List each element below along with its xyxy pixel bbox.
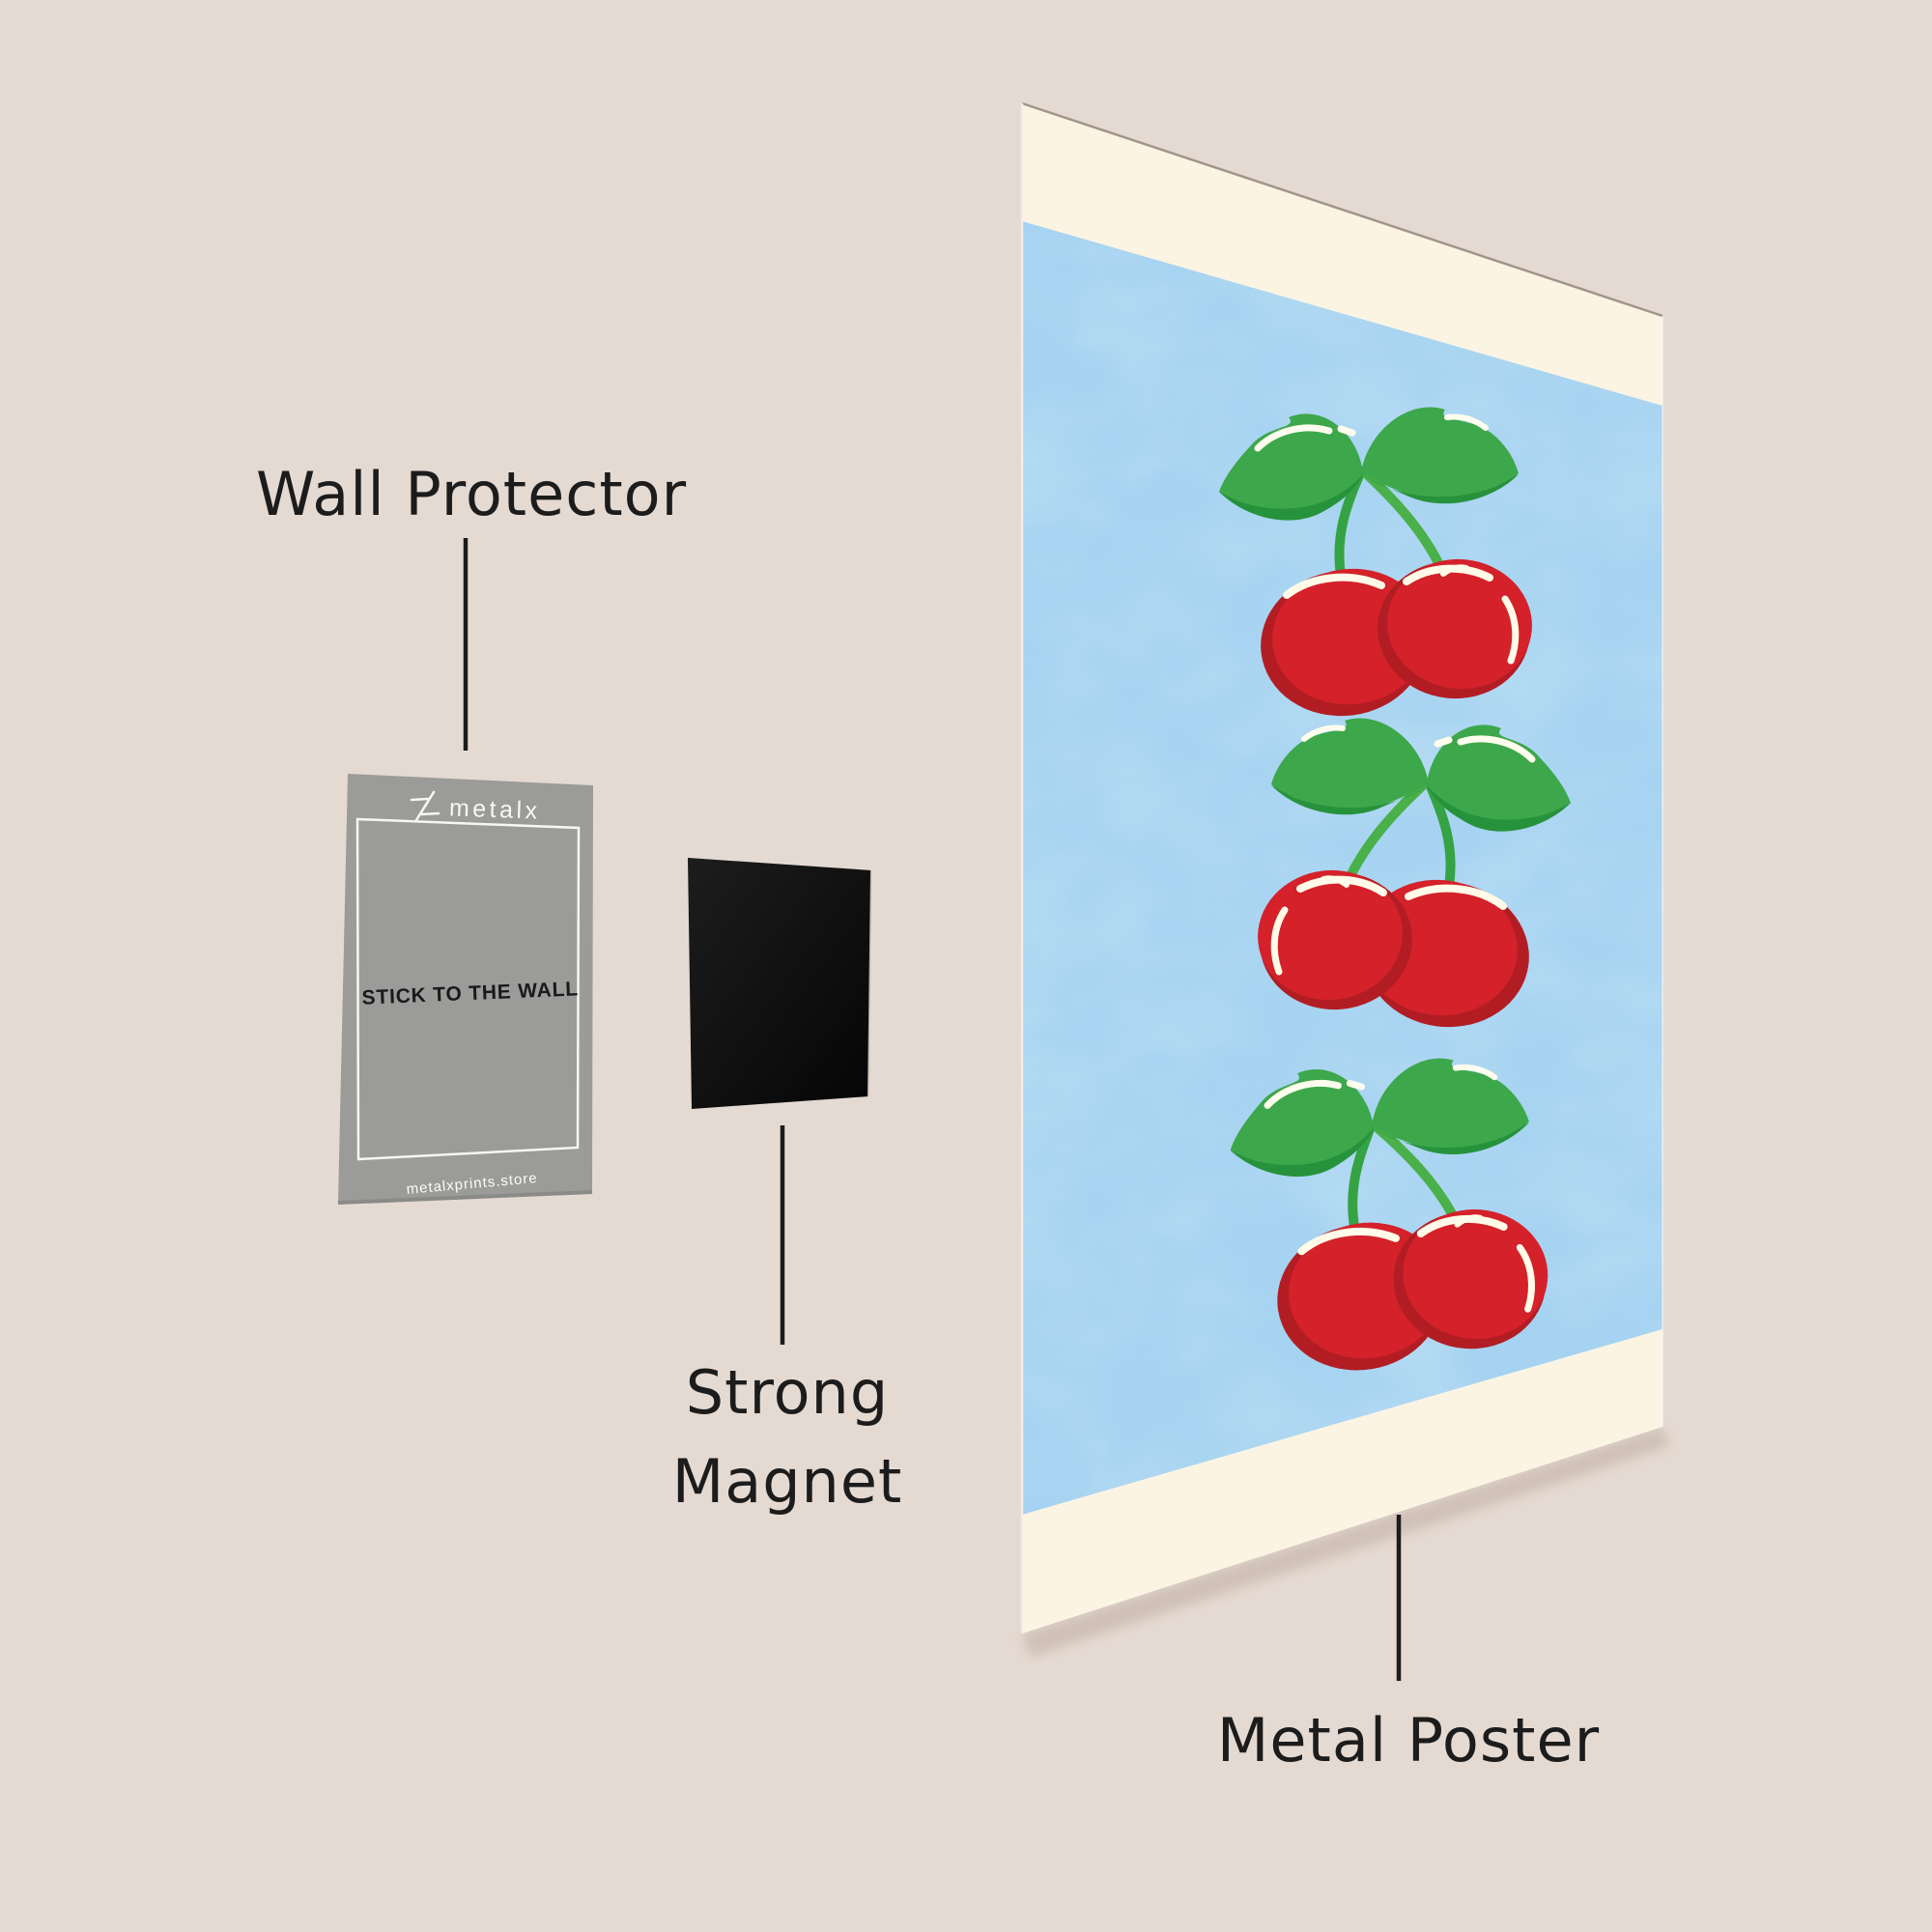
metal-poster-label: Metal Poster	[1216, 1705, 1601, 1776]
magnet-body	[688, 858, 871, 1109]
poster-artwork	[1022, 221, 1662, 1515]
wall-protector-label: Wall Protector	[255, 459, 688, 529]
metalx-logo-icon	[410, 790, 440, 822]
metalx-logo: metalx	[410, 790, 541, 825]
card-bottom-edge	[337, 1190, 593, 1205]
metal-poster	[1020, 101, 1670, 1658]
wall-protector-card: metalx STICK TO THE WALL metalxprints.st…	[337, 774, 593, 1205]
card-inner-border	[355, 817, 581, 1161]
strong-magnet	[688, 858, 872, 1109]
metalx-logo-text: metalx	[448, 794, 541, 824]
poster-top-edge	[1021, 101, 1663, 318]
magnet-right-edge	[867, 869, 872, 1097]
poster-shadow	[1022, 1427, 1670, 1658]
card-body	[338, 774, 593, 1202]
strong-magnet-label: Strong Magnet	[671, 1357, 903, 1517]
